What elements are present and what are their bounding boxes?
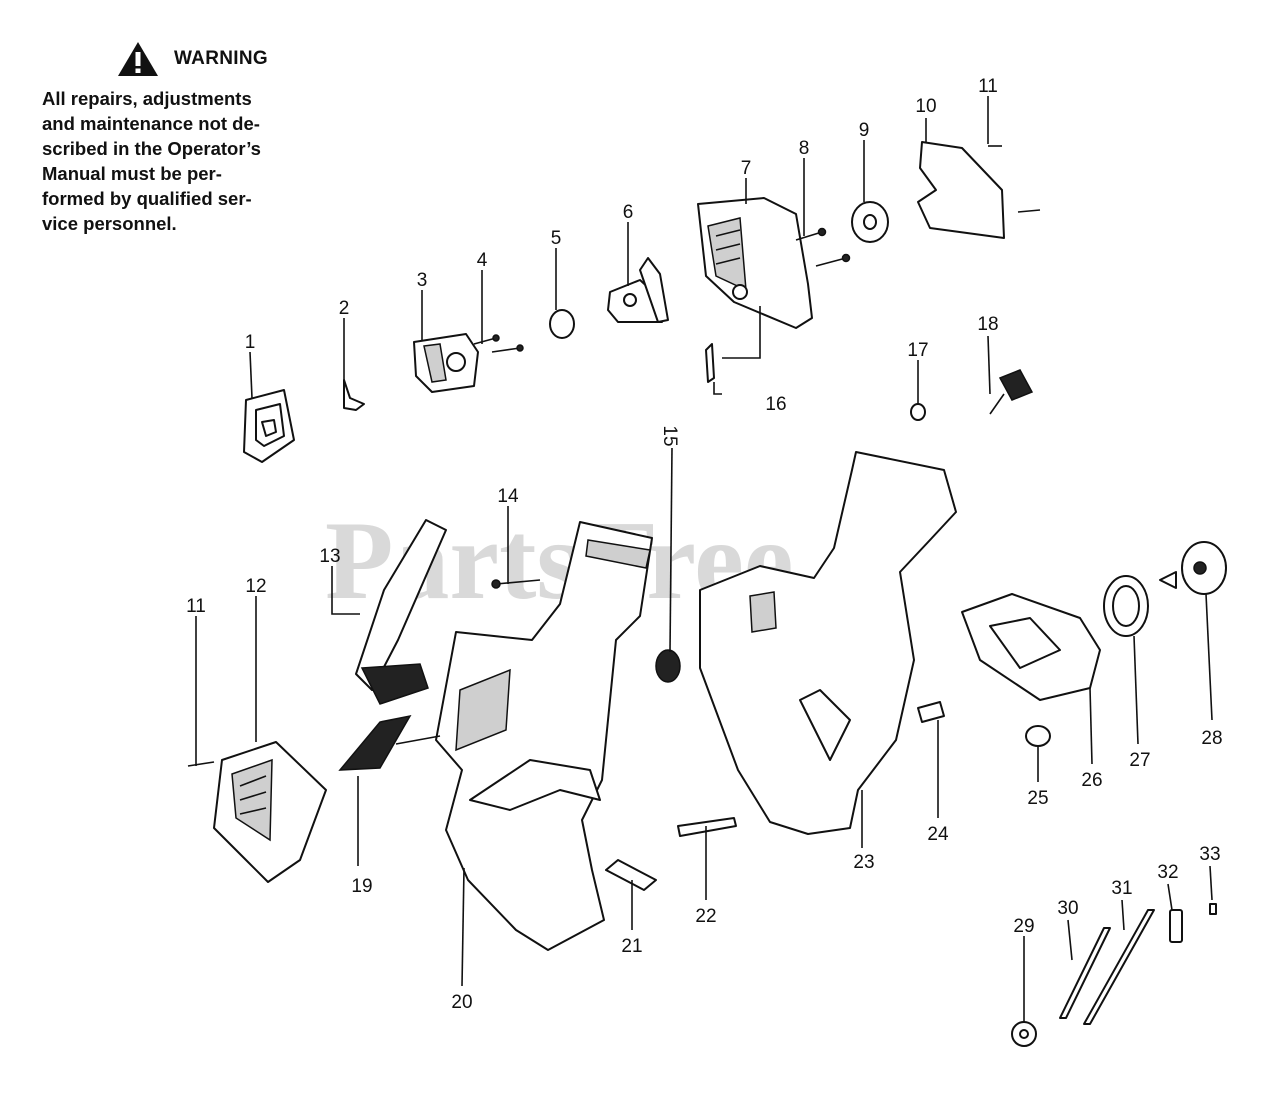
warning-line: All repairs, adjustments	[42, 88, 252, 109]
warning-title: WARNING	[174, 48, 268, 69]
label-28: 28	[1201, 728, 1222, 749]
part-24	[917, 701, 945, 723]
label-24: 24	[927, 824, 949, 845]
part-28-fan	[1159, 541, 1227, 595]
part-1-gasket	[243, 389, 295, 463]
part-2	[343, 379, 365, 411]
warning-line: vice personnel.	[42, 213, 177, 234]
label-14: 14	[497, 486, 519, 507]
part-32	[1169, 909, 1183, 943]
part-18-knob	[989, 369, 1034, 415]
part-3-carburetor	[413, 333, 479, 393]
part-25	[1025, 725, 1051, 747]
part-6-bracket	[607, 257, 669, 323]
label-4: 4	[477, 250, 488, 271]
part-16	[705, 343, 715, 383]
label-5: 5	[551, 228, 562, 249]
part-11-screws	[988, 145, 1041, 213]
label-23: 23	[853, 852, 874, 873]
label-27: 27	[1129, 750, 1150, 771]
label-7: 7	[741, 158, 752, 179]
warning-block: WARNING All repairs, adjustments and mai…	[42, 40, 324, 236]
warning-line: scribed in the Operator’s	[42, 138, 261, 159]
label-11-top: 11	[978, 76, 998, 97]
part-29	[1011, 1021, 1037, 1047]
warning-triangle-icon	[118, 42, 158, 76]
label-31: 31	[1111, 878, 1132, 899]
label-3: 3	[417, 270, 428, 291]
part-26-fan-housing	[961, 593, 1101, 701]
warning-line: and maintenance not de-	[42, 113, 260, 134]
label-1: 1	[245, 332, 256, 353]
label-6: 6	[623, 202, 634, 223]
label-13: 13	[319, 546, 340, 567]
label-32: 32	[1157, 862, 1178, 883]
part-11-screw-lower	[187, 761, 215, 767]
part-13-handle	[355, 519, 447, 705]
warning-line: formed by qualified ser-	[42, 188, 252, 209]
label-10: 10	[915, 96, 936, 117]
label-19: 19	[351, 876, 372, 897]
label-18: 18	[977, 314, 998, 335]
label-30: 30	[1057, 898, 1078, 919]
part-19-filter	[338, 714, 412, 771]
label-33: 33	[1199, 844, 1220, 865]
part-12-filter-cover	[213, 741, 327, 883]
warning-header: WARNING	[116, 40, 324, 78]
part-33	[1209, 903, 1217, 915]
part-15-gear	[655, 649, 681, 683]
part-8-screws	[795, 227, 851, 267]
part-10-plate	[917, 141, 1005, 239]
label-22: 22	[695, 906, 716, 927]
part-31	[1083, 909, 1155, 1025]
part-30	[1059, 927, 1111, 1019]
part-27-ring	[1103, 575, 1149, 637]
part-9-washer	[851, 201, 889, 243]
label-15: 15	[659, 425, 680, 446]
label-11-lower: 11	[186, 596, 206, 617]
part-17	[910, 403, 926, 421]
warning-text: All repairs, adjustments and maintenance…	[42, 86, 324, 236]
label-9: 9	[859, 120, 870, 141]
part-20-housing	[395, 521, 653, 951]
label-26: 26	[1081, 770, 1102, 791]
label-8: 8	[799, 138, 810, 159]
part-22-pin	[677, 817, 737, 837]
label-17: 17	[907, 340, 928, 361]
label-20: 20	[451, 992, 472, 1013]
label-25: 25	[1027, 788, 1048, 809]
leader-lines	[195, 96, 1213, 1022]
warning-line: Manual must be per-	[42, 163, 222, 184]
label-12: 12	[245, 576, 266, 597]
label-16: 16	[765, 394, 786, 415]
part-21-clip	[605, 859, 657, 891]
part-14-screw	[491, 579, 541, 589]
label-29: 29	[1013, 916, 1034, 937]
part-labels: 1 2 3 4 5 6 7 8 9 10 11 11 12 13 14 15 1…	[186, 76, 1222, 1013]
part-4-screws	[473, 334, 524, 353]
label-21: 21	[621, 936, 642, 957]
part-5-ring	[549, 309, 575, 339]
label-2: 2	[339, 298, 350, 319]
part-7-cover	[697, 197, 813, 329]
part-23-housing	[699, 451, 957, 835]
